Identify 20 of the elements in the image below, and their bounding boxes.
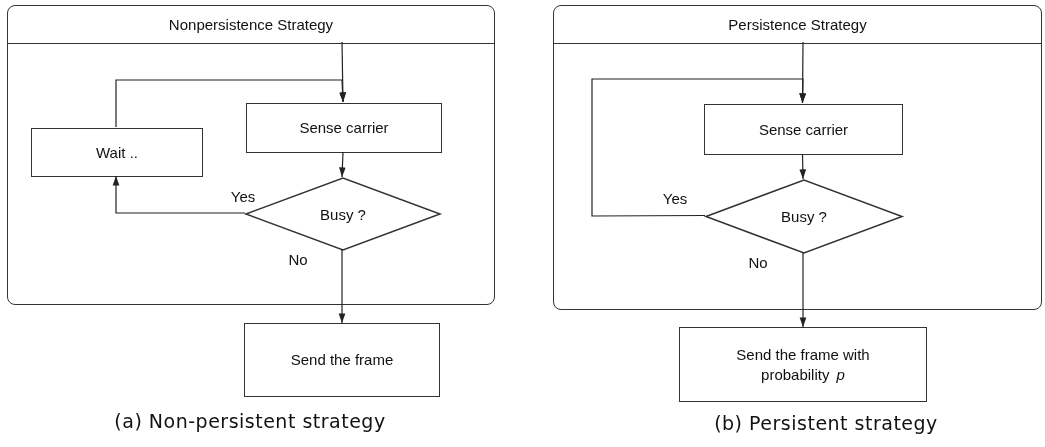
process-box: Send the frame with probability p [679,327,927,402]
arrow [112,175,246,214]
figure-caption: (a) Non-persistent strategy [114,410,386,432]
arrow [799,251,807,328]
arrow [799,153,807,180]
strategy-panel [7,5,495,305]
process-box: Send the frame [244,323,440,397]
arrow [115,79,346,128]
process-box: Wait .. [31,128,203,177]
arrow [338,248,346,324]
process-box: Sense carrier [246,103,442,153]
strategy-panel [553,5,1042,310]
panel-title: Nonpersistence Strategy [168,16,334,33]
arrow [591,78,807,217]
decision-text: Busy ? [781,208,827,225]
panel-title: Persistence Strategy [728,16,867,33]
decision-text: Busy ? [320,205,366,223]
figure-caption: (b) Persistent strategy [714,412,938,434]
arrow [339,151,346,178]
process-box: Sense carrier [704,104,903,155]
